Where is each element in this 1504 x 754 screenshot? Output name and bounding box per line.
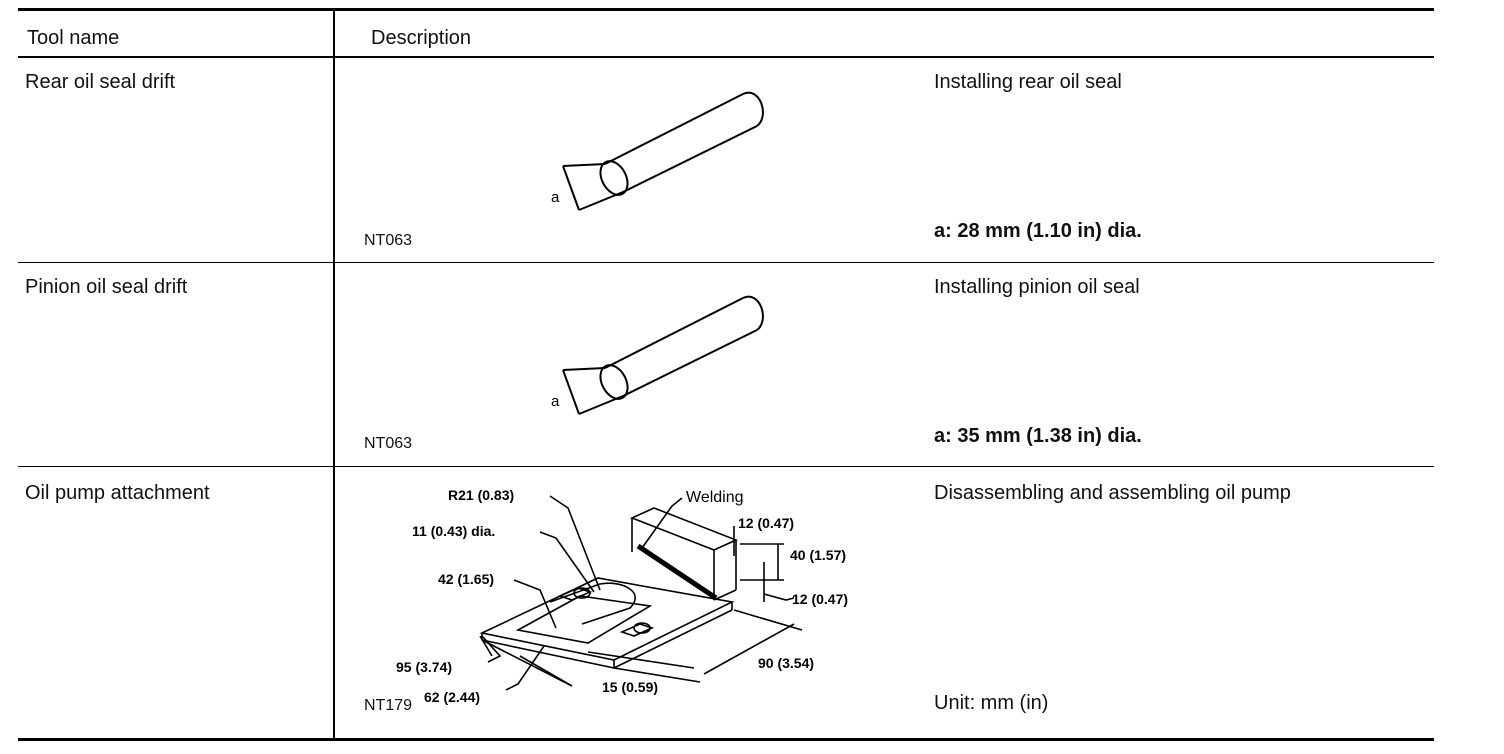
row2-bottom-rule xyxy=(18,466,1434,467)
row2-figure-code: NT063 xyxy=(364,435,413,452)
row3-usage: Disassembling and assembling oil pump xyxy=(934,482,1291,504)
table-top-rule xyxy=(18,8,1434,11)
row2-dim-a: a xyxy=(551,393,560,410)
dim-42: 42 (1.65) xyxy=(438,571,494,587)
row1-usage: Installing rear oil seal xyxy=(934,71,1122,93)
weld-bead-line xyxy=(636,543,718,601)
dim-40: 40 (1.57) xyxy=(790,547,846,563)
dim-12-top: 12 (0.47) xyxy=(738,515,794,531)
row1-tool-name: Rear oil seal drift xyxy=(25,71,176,93)
row3-pump-attachment-drawing: R21 (0.83) 11 (0.43) dia. 42 (1.65) 12 (… xyxy=(396,487,848,705)
dim-11-dia: 11 (0.43) dia. xyxy=(412,523,495,539)
dim-15: 15 (0.59) xyxy=(602,679,658,695)
row1-drift-drawing: a xyxy=(551,91,764,211)
column-divider xyxy=(333,9,335,740)
dim-90: 90 (3.54) xyxy=(758,655,814,671)
row2-spec: a: 35 mm (1.38 in) dia. xyxy=(934,425,1142,447)
row1-dim-a: a xyxy=(551,189,560,206)
row2-tool-name: Pinion oil seal drift xyxy=(25,276,188,298)
welding-label: Welding xyxy=(686,489,744,506)
header-bottom-rule xyxy=(18,56,1434,58)
header-description: Description xyxy=(371,27,472,49)
table-bottom-rule xyxy=(18,738,1434,741)
row2-drift-drawing: a xyxy=(551,295,764,415)
header-tool-name: Tool name xyxy=(27,27,120,49)
row2-usage: Installing pinion oil seal xyxy=(934,276,1140,298)
dim-62: 62 (2.44) xyxy=(424,689,480,705)
dim-95: 95 (3.74) xyxy=(396,659,452,675)
row1-spec: a: 28 mm (1.10 in) dia. xyxy=(934,220,1142,242)
dim-12-right: 12 (0.47) xyxy=(792,591,848,607)
row1-figure-code: NT063 xyxy=(364,232,413,249)
dim-r21: R21 (0.83) xyxy=(448,487,514,503)
row3-tool-name: Oil pump attachment xyxy=(25,482,210,504)
row3-figure-code: NT179 xyxy=(364,697,413,714)
row3-unit-note: Unit: mm (in) xyxy=(934,692,1049,714)
row1-bottom-rule xyxy=(18,262,1434,263)
